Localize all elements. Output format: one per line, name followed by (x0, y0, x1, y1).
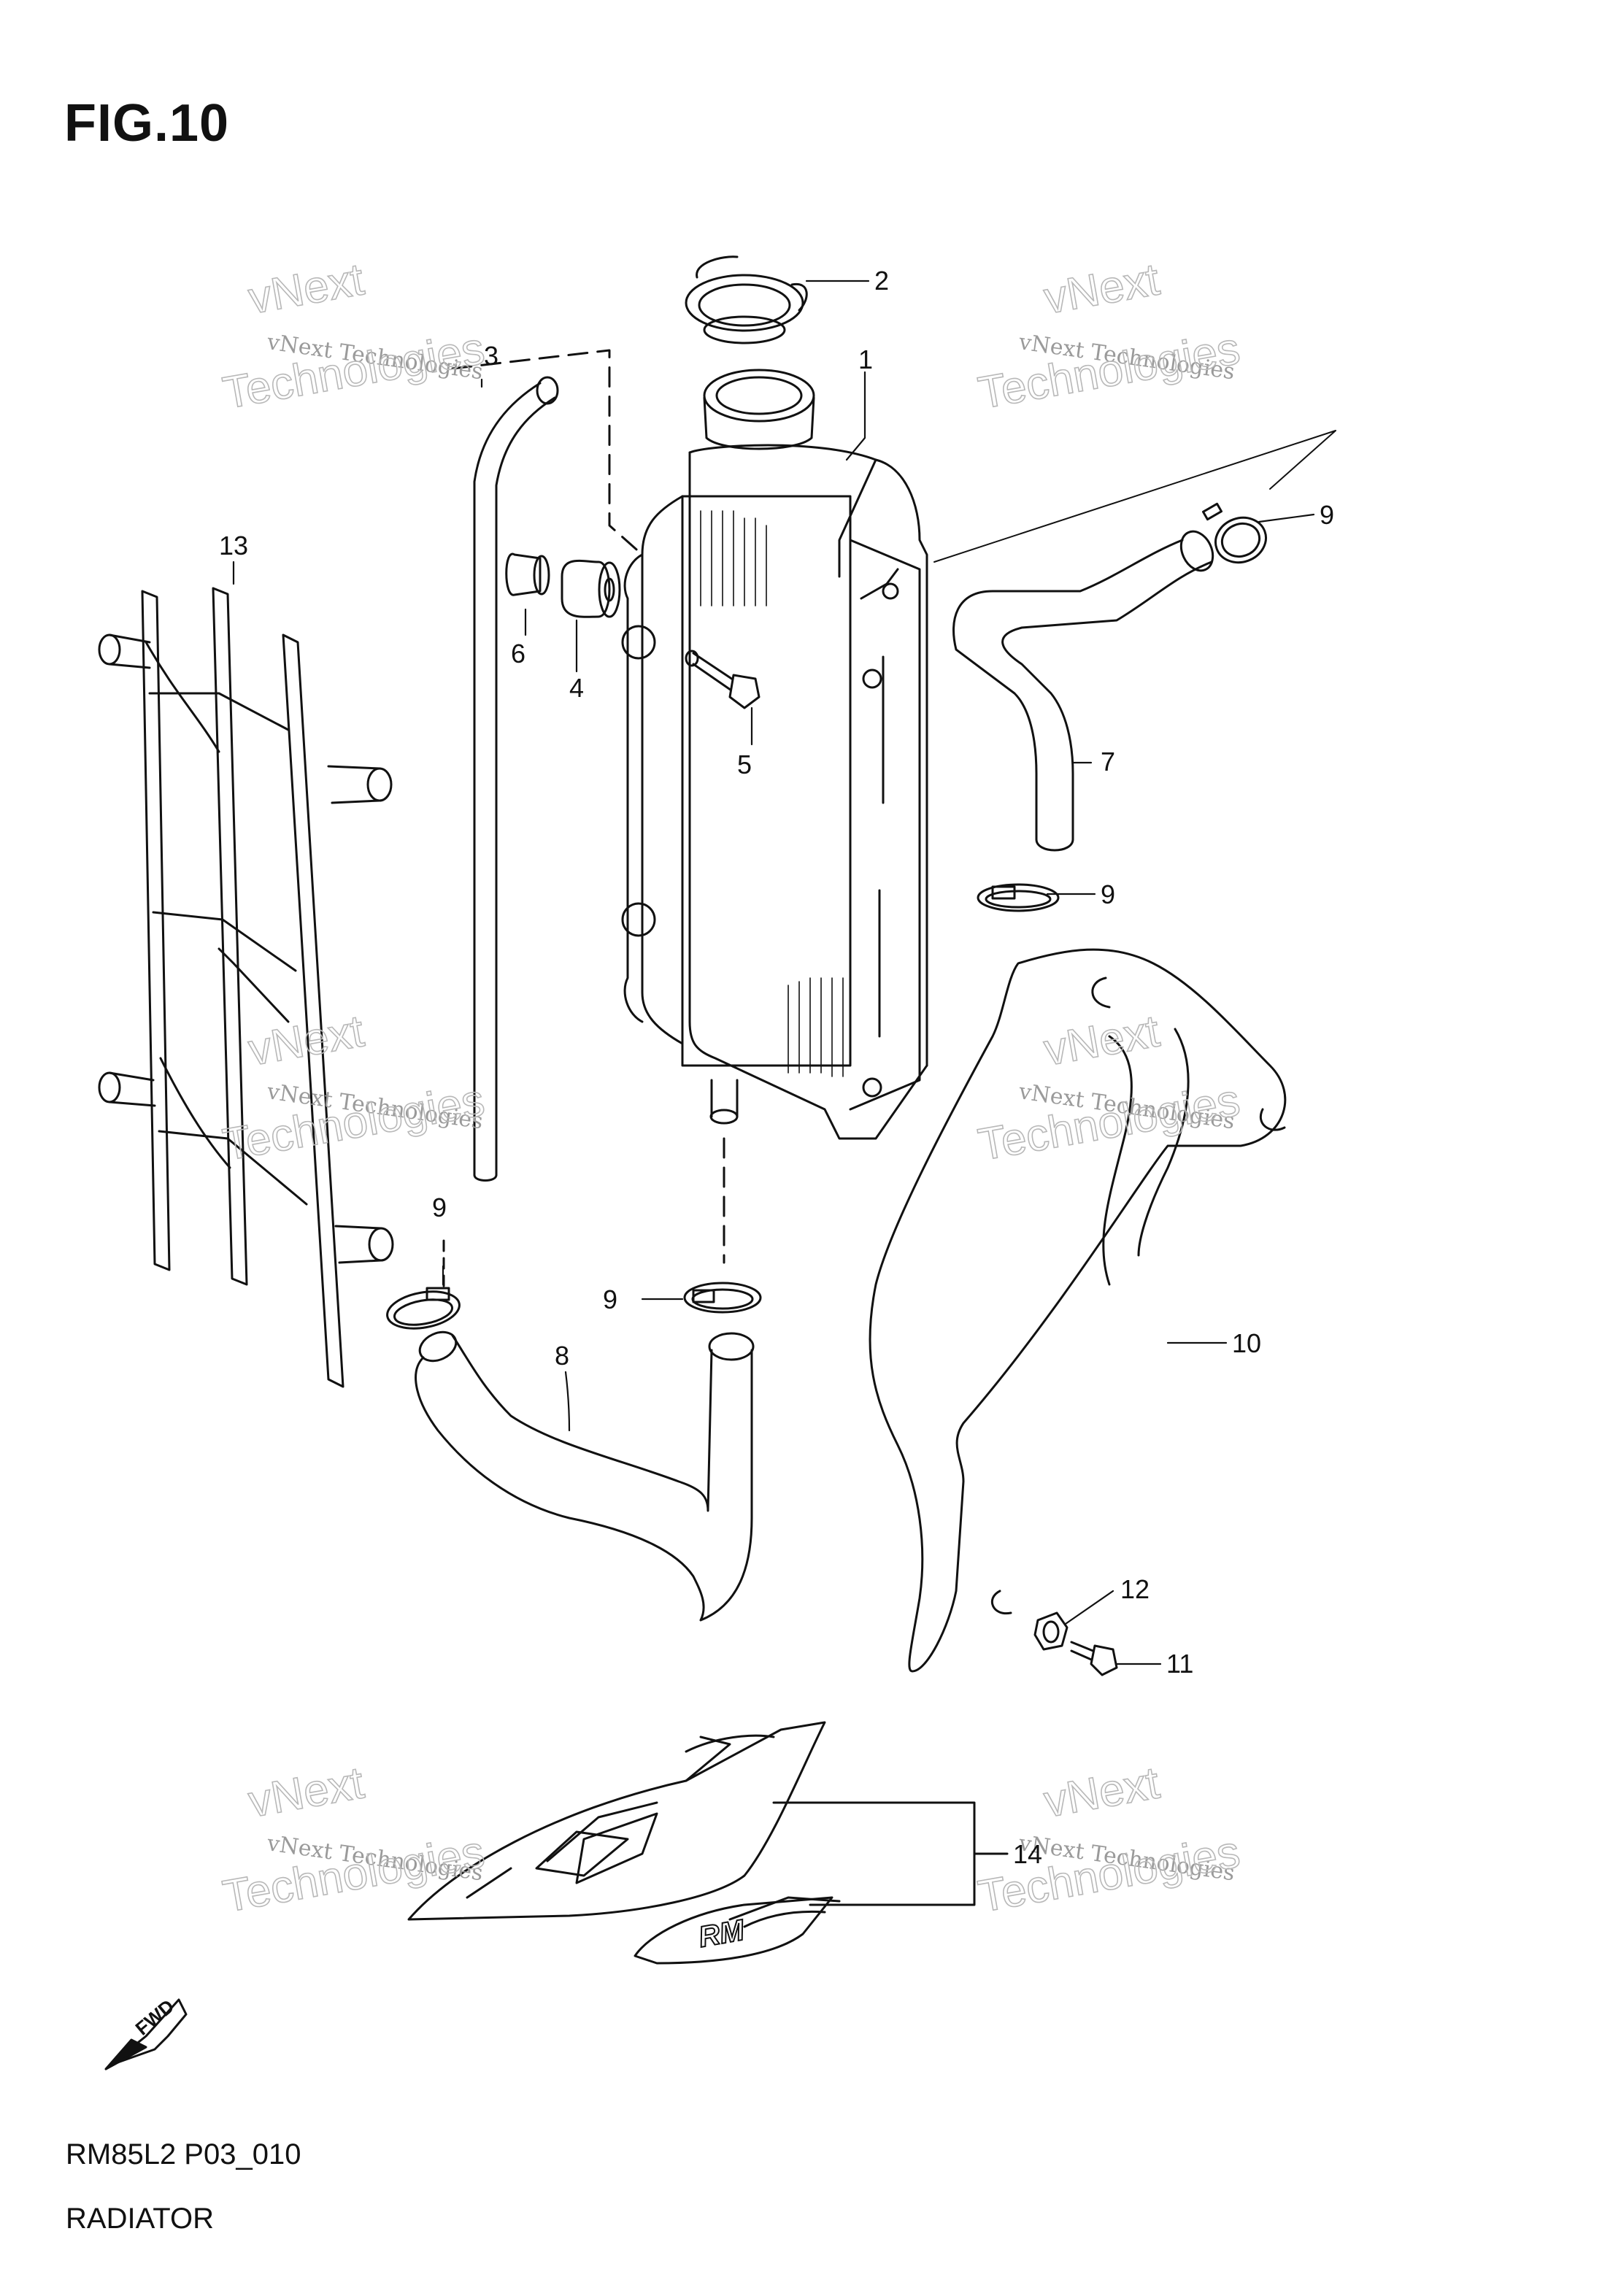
collar-part-12 (1033, 1611, 1069, 1651)
callout-2: 2 (874, 266, 889, 296)
overflow-tube-part-3 (473, 376, 559, 1182)
cushion-part-4 (561, 559, 621, 618)
callout-1: 1 (858, 344, 873, 374)
diagram-section-title: RADIATOR (66, 2203, 214, 2235)
svg-text:Technologies: Technologies (974, 323, 1243, 419)
diagram-reference-code: RM85L2 P03_010 (66, 2138, 301, 2170)
svg-text:vNext: vNext (245, 254, 367, 323)
radiator-cap-part-2 (685, 255, 808, 344)
decal-set-part-14 (407, 1721, 1009, 1965)
callout-3: 3 (484, 341, 498, 371)
watermark-top-left: vNext vNext Technologies Technologies (219, 254, 489, 420)
callout-9-upper: 9 (1320, 500, 1334, 530)
callout-14: 14 (1013, 1839, 1042, 1869)
hose-clamp-part-9-upper (1201, 502, 1267, 564)
forward-direction-arrow (104, 1998, 188, 2070)
hose-clamp-part-9-center (683, 1282, 762, 1314)
radiator-louver-part-13 (98, 587, 394, 1388)
hose-clamp-part-9-right (977, 883, 1060, 912)
callout-5: 5 (737, 750, 752, 779)
figure-title: FIG.10 (64, 94, 230, 153)
lower-hose-part-8 (415, 1330, 755, 1622)
radiator-part-1 (451, 349, 1336, 1264)
callout-11: 11 (1166, 1649, 1193, 1679)
radiator-shroud-part-10 (869, 948, 1287, 1673)
callout-7: 7 (1101, 747, 1115, 777)
svg-text:vNext: vNext (1040, 254, 1163, 323)
svg-text:Technologies: Technologies (219, 1075, 488, 1171)
watermark-middle-left: vNext vNext Technologies Technologies (219, 1006, 489, 1171)
svg-text:vNext: vNext (245, 1757, 367, 1827)
svg-text:vNext: vNext (245, 1006, 367, 1075)
callout-9-left: 9 (432, 1193, 447, 1222)
watermark-top-right: vNext vNext Technologies Technologies (974, 254, 1244, 420)
callout-8: 8 (555, 1341, 569, 1371)
callout-13: 13 (219, 531, 248, 560)
hose-clamp-part-9-left (386, 1239, 461, 1330)
callout-4: 4 (569, 673, 584, 703)
bolt-part-5 (685, 650, 761, 709)
callout-10: 10 (1232, 1328, 1261, 1358)
upper-hose-part-7 (952, 530, 1214, 852)
svg-text:Technologies: Technologies (219, 323, 488, 419)
callout-9-center: 9 (603, 1284, 617, 1314)
callout-leader-lines (232, 280, 1315, 1665)
grommet-part-6 (505, 552, 550, 596)
callout-9-right: 9 (1101, 879, 1115, 909)
callout-6: 6 (511, 639, 525, 669)
svg-text:vNext: vNext (1040, 1757, 1163, 1827)
callout-12: 12 (1120, 1574, 1150, 1604)
bolt-part-11 (1070, 1641, 1118, 1676)
